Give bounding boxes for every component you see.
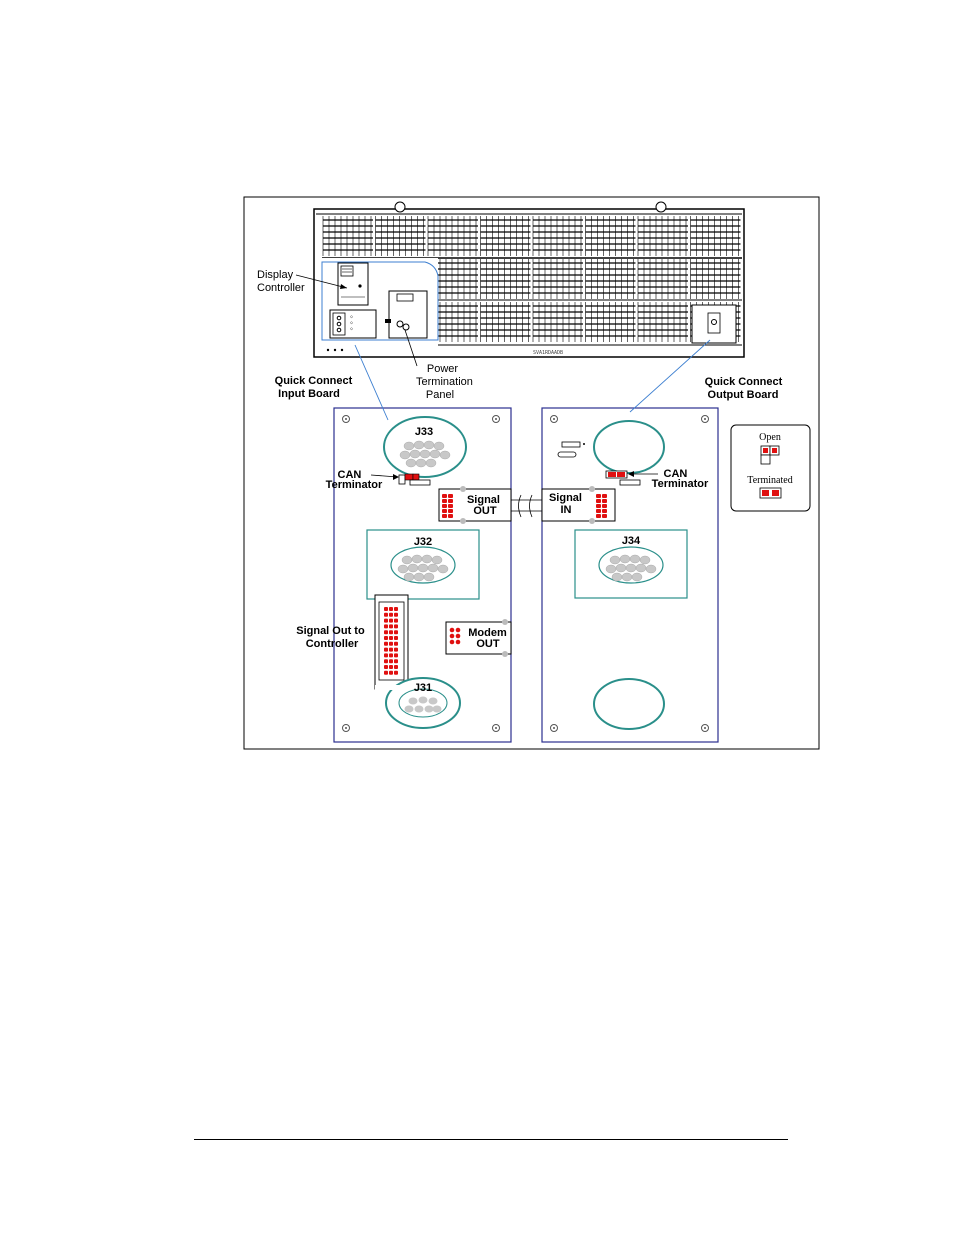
j31-connector [385,677,461,729]
signal-cable [511,494,542,518]
footer-rule [194,1139,788,1140]
signal-out-connector [438,486,512,524]
svg-text:◇: ◇ [350,314,353,320]
quick-connect-input-board-label: Quick Connect Input Board [275,375,356,400]
output-board-chassis-socket [691,304,737,344]
j32-connector [366,529,480,600]
display-controller-leader [295,274,348,289]
legend-terminated-label: Terminated [747,475,792,486]
input-board-chassis-socket: ◇ ◇ ◇ [329,309,377,339]
power-termination-panel-module [385,290,428,339]
can-terminator-right-label: CAN Terminator [652,468,709,490]
modem-out-connector [445,619,512,657]
power-termination-leader [404,329,418,367]
jumper-legend: Open Terminated [730,424,811,512]
quick-connect-output-board-label: Quick Connect Output Board [705,376,786,401]
display-controller-label: Display Controller [257,269,305,294]
signal-out-to-controller-label: Signal Out to Controller [296,625,368,650]
input-board-leader [354,344,389,421]
figure-frame [243,196,820,750]
j34-connector [574,529,688,599]
legend-open-label: Open [759,432,781,443]
legend-terminated-jumper [759,487,782,499]
signal-in-connector [541,486,616,524]
svg-text:◇: ◇ [350,320,353,326]
j33-label: J33 [415,426,433,438]
output-upper-connector [593,420,665,474]
output-lower-connector [593,678,665,730]
svg-text:◇: ◇ [350,326,353,332]
chassis-model-label: SVA1RDAADB [533,350,563,356]
legend-open-jumper [760,445,780,465]
signal-out-label: Signal OUT [467,494,503,517]
can-terminator-left-label: CAN Terminator [326,469,383,491]
can-terminator-right-jumper [605,470,641,486]
chassis-rear-panel: ◇ ◇ ◇ SVA1RDAADB [313,201,745,358]
signal-in-label: Signal IN [549,492,585,516]
can-terminator-left-jumper [398,473,431,486]
j34-label: J34 [622,535,641,547]
j31-label: J31 [414,682,432,694]
chassis-mount-hole [394,201,406,213]
signal-out-to-controller-connector [374,594,409,690]
output-board-leader [629,339,711,413]
modem-out-label: Modem OUT [468,627,510,650]
display-controller-module [337,262,369,306]
power-termination-panel-label: Power Termination Panel [416,363,476,401]
j33-connector [383,416,467,478]
j32-label: J32 [414,536,432,548]
chassis-mount-hole [655,201,667,213]
